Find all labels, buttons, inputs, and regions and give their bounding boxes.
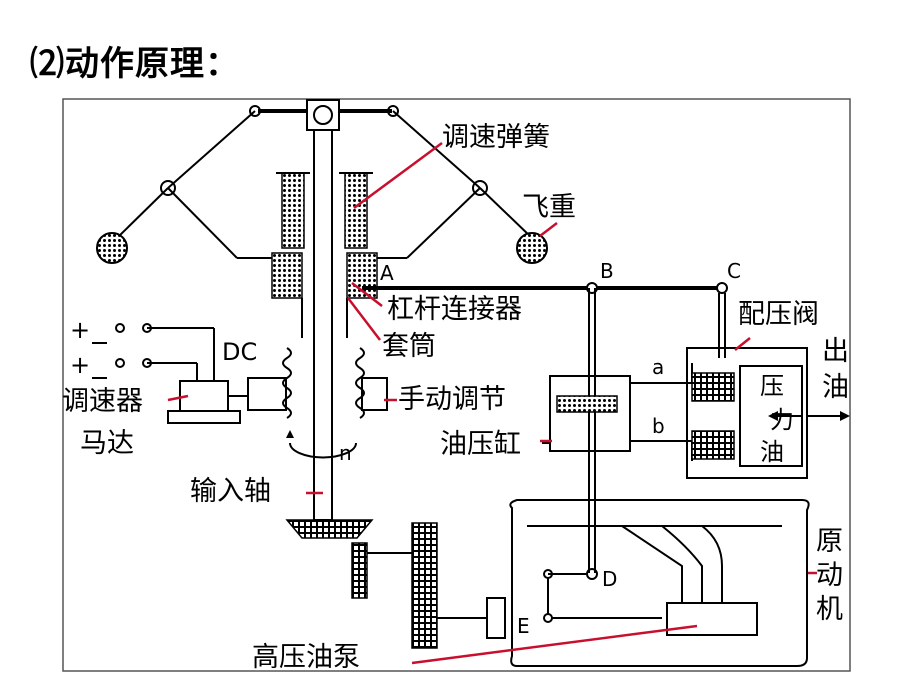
label-port-b: b: [652, 414, 665, 438]
governor-motor: [92, 323, 248, 424]
leader-lines: [167, 141, 817, 665]
label-point-e: E: [517, 614, 530, 638]
label-governor-motor-2: 马达: [80, 428, 134, 459]
label-prime-mover-2: 动: [816, 560, 843, 591]
text-labels: 调速弹簧 飞重 杠杆连接器 配压阀 套筒 DC 调速器 马达 手动调节 油压缸 …: [62, 122, 849, 673]
label-sleeve: 套筒: [382, 331, 436, 362]
label-point-a: A: [380, 261, 394, 285]
label-flyweight: 飞重: [522, 192, 576, 223]
label-dc: DC: [222, 338, 257, 366]
prime-mover: [509, 499, 810, 667]
label-pressure-oil-3: 油: [760, 438, 784, 466]
label-spring: 调速弹簧: [442, 122, 550, 153]
label-outlet-2: 油: [822, 372, 849, 403]
pilot-valve: [686, 347, 850, 479]
rotation-arrow: [289, 442, 357, 459]
coils: [247, 347, 388, 419]
label-plus-2: +: [70, 351, 90, 379]
label-point-d: D: [602, 567, 617, 591]
label-rotation-n: n: [339, 441, 352, 465]
spring-right: [344, 172, 368, 249]
label-prime-mover-3: 机: [816, 594, 843, 625]
label-point-c: C: [727, 259, 741, 283]
diagram-frame: [62, 98, 851, 672]
label-cylinder: 油压缸: [440, 429, 521, 460]
label-prime-mover-1: 原: [816, 526, 843, 557]
sleeve-collar-left: [271, 252, 303, 299]
label-outlet-1: 出: [822, 336, 849, 367]
label-point-b: B: [600, 259, 614, 283]
label-governor-motor-1: 调速器: [62, 386, 143, 417]
label-manual-adjust: 手动调节: [398, 384, 506, 415]
label-plus-1: +: [70, 316, 90, 344]
spring-left: [281, 172, 305, 249]
label-port-a: a: [652, 355, 664, 379]
label-hp-pump: 高压油泵: [252, 642, 360, 673]
gear-train: [285, 519, 506, 649]
label-pressure-oil-2: 力: [770, 406, 794, 434]
label-input-shaft: 输入轴: [190, 476, 271, 507]
label-lever-connector: 杠杆连接器: [387, 294, 522, 325]
oil-cylinder: [542, 363, 693, 461]
central-shaft: [313, 129, 333, 521]
flyweight-right: [516, 232, 548, 264]
flyweight-left: [96, 232, 128, 264]
page-title: ⑵动作原理：: [30, 44, 240, 84]
label-pilot-valve: 配压阀: [738, 299, 819, 330]
label-pressure-oil-1: 压: [760, 372, 784, 400]
governor-diagram: 调速弹簧 飞重 杠杆连接器 配压阀 套筒 DC 调速器 马达 手动调节 油压缸 …: [62, 98, 851, 673]
